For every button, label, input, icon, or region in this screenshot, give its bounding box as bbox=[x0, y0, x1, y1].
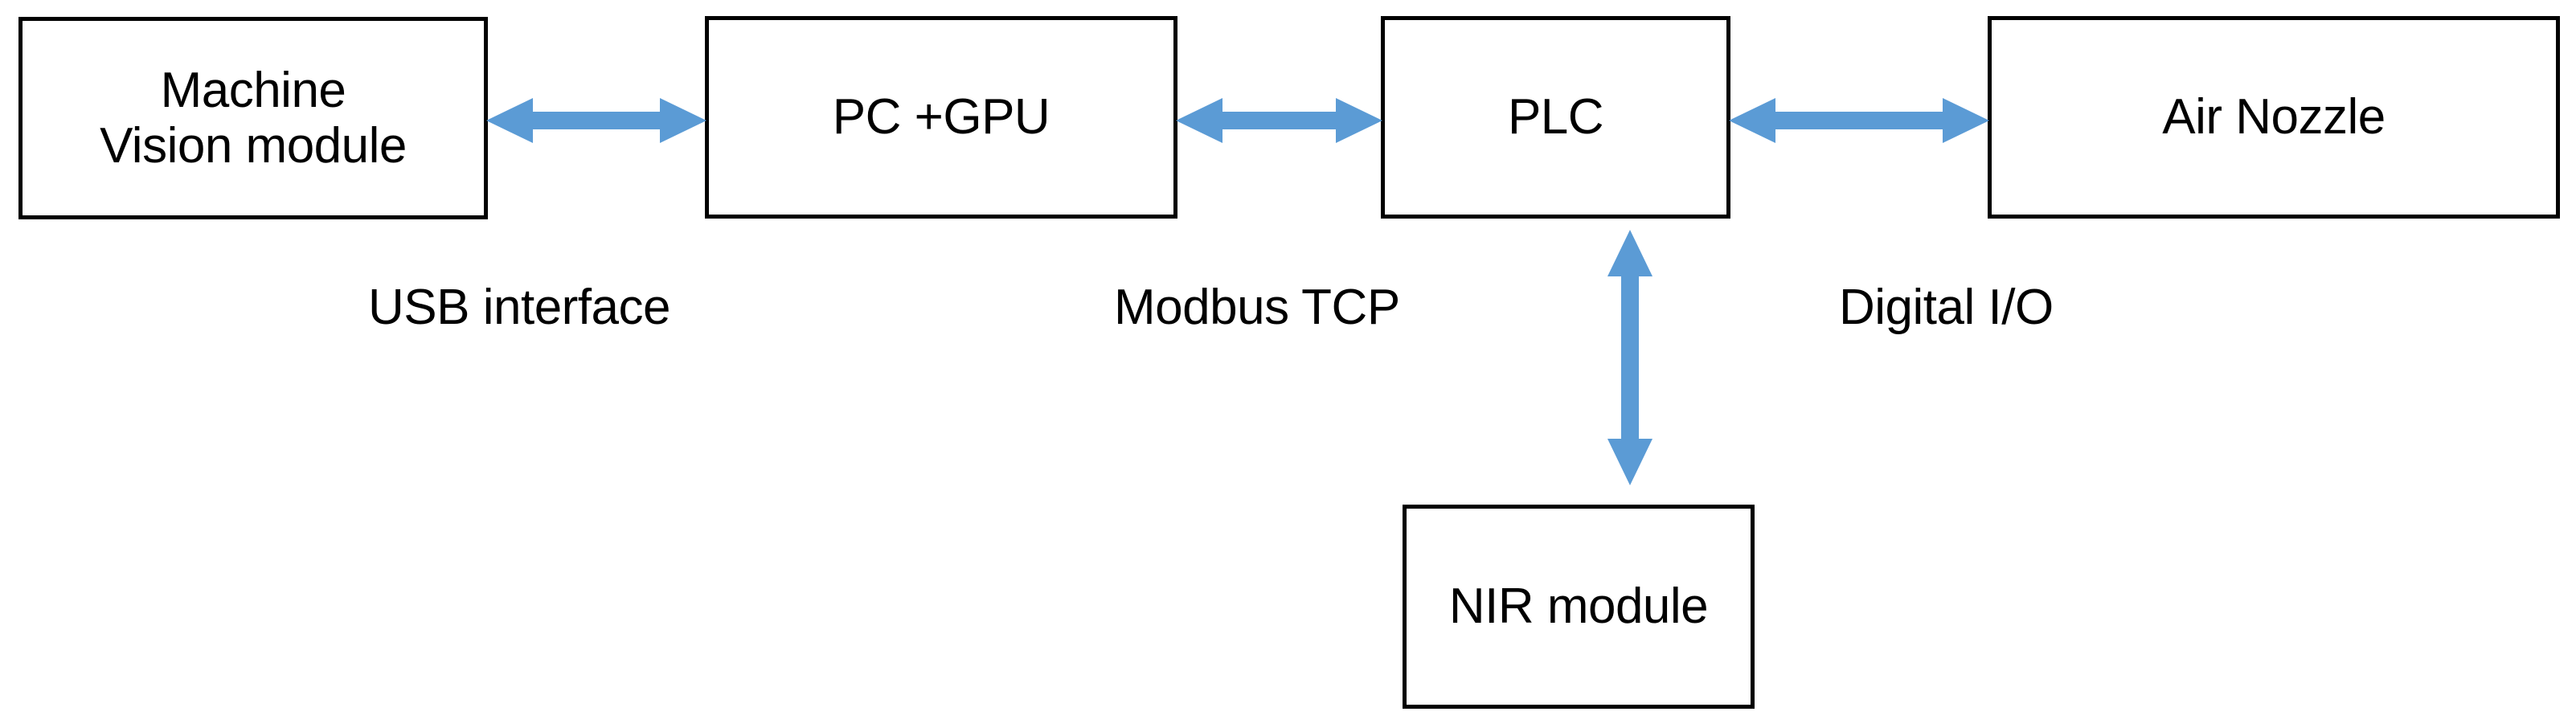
bidirectional-arrow-icon-machine-vision-to-pc-gpu bbox=[486, 95, 706, 146]
node-nir-module: NIR module bbox=[1403, 505, 1755, 709]
node-label: Air Nozzle bbox=[2162, 89, 2386, 145]
node-plc: PLC bbox=[1381, 16, 1730, 219]
node-machine-vision-module: Machine Vision module bbox=[18, 17, 488, 219]
edge-label-digital-io: Digital I/O bbox=[1839, 280, 2054, 335]
node-label: PC +GPU bbox=[832, 89, 1050, 145]
node-label: NIR module bbox=[1448, 579, 1709, 635]
node-pc-gpu: PC +GPU bbox=[705, 16, 1177, 219]
bidirectional-arrow-icon-plc-to-air-nozzle bbox=[1729, 95, 1989, 146]
node-label: PLC bbox=[1507, 89, 1604, 145]
edge-label-usb-interface: USB interface bbox=[368, 280, 671, 335]
bidirectional-arrow-icon-plc-to-nir-module bbox=[1604, 230, 1656, 485]
node-label: Machine Vision module bbox=[100, 62, 407, 174]
node-air-nozzle: Air Nozzle bbox=[1988, 16, 2560, 219]
bidirectional-arrow-icon-pc-gpu-to-plc bbox=[1176, 95, 1382, 146]
edge-label-modbus-tcp: Modbus TCP bbox=[1114, 280, 1400, 335]
